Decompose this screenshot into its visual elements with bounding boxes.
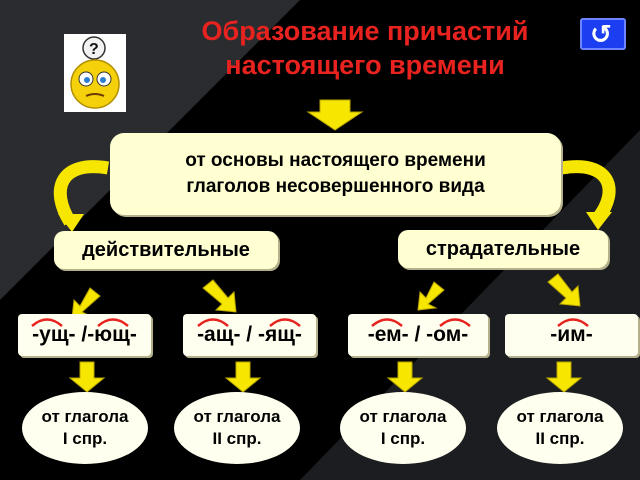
curved-arrow-left (53, 160, 110, 226)
curved-arrow-left-head (58, 214, 84, 232)
svg-text:?: ? (89, 41, 99, 58)
return-icon: ↺ (590, 19, 612, 49)
arrow-to-verb-1 (68, 361, 106, 393)
title-line-1: Образование причастий (201, 16, 529, 46)
conjugation-3-line-1: от глагола (359, 407, 447, 426)
suffix-arc-1b (97, 318, 129, 327)
source-line-1: от основы настоящего времени (185, 150, 486, 171)
suffix-box-1: -ущ- /-ющ- (18, 314, 151, 356)
conjugation-ellipse-4: от глагола II спр. (497, 392, 623, 464)
conjugation-1-line-1: от глагола (41, 407, 129, 426)
conjugation-4-line-2: II спр. (535, 429, 585, 448)
source-box: от основы настоящего времени глаголов не… (110, 133, 561, 215)
arrow-to-suffix-3 (417, 281, 445, 311)
suffix-box-4: -им- (505, 314, 638, 356)
arrow-to-verb-3 (386, 361, 424, 393)
conjugation-1-line-2: I спр. (62, 429, 108, 448)
title-line-2: настоящего времени (225, 50, 505, 80)
arrow-to-suffix-4 (547, 273, 581, 307)
suffix-arc-4 (557, 318, 589, 327)
down-arrow-title (306, 99, 364, 131)
curved-arrow-right-head (586, 212, 612, 230)
slide-title: Образование причастий настоящего времени (150, 14, 580, 82)
arrow-to-suffix-2 (202, 279, 237, 313)
suffix-arc-2a (197, 318, 229, 327)
active-participles-box: действительные (54, 231, 278, 269)
question-smiley-icon: ? (64, 34, 126, 112)
curved-arrow-right (560, 160, 616, 223)
conjugation-3-line-2: I спр. (380, 429, 426, 448)
conjugation-ellipse-3: от глагола I спр. (340, 392, 466, 464)
arrow-to-verb-4 (545, 361, 583, 393)
suffix-arc-2b (269, 318, 301, 327)
suffix-arc-3a (371, 318, 403, 327)
source-line-2: глаголов несовершенного вида (186, 176, 485, 197)
conjugation-2-line-1: от глагола (193, 407, 281, 426)
passive-participles-box: страдательные (398, 230, 608, 268)
return-button[interactable]: ↺ (580, 18, 626, 50)
conjugation-4-line-1: от глагола (516, 407, 604, 426)
conjugation-2-line-2: II спр. (212, 429, 262, 448)
conjugation-ellipse-1: от глагола I спр. (22, 392, 148, 464)
suffix-arc-3b (439, 318, 471, 327)
suffix-arc-1a (31, 318, 63, 327)
arrow-to-verb-2 (224, 361, 262, 393)
conjugation-ellipse-2: от глагола II спр. (174, 392, 300, 464)
